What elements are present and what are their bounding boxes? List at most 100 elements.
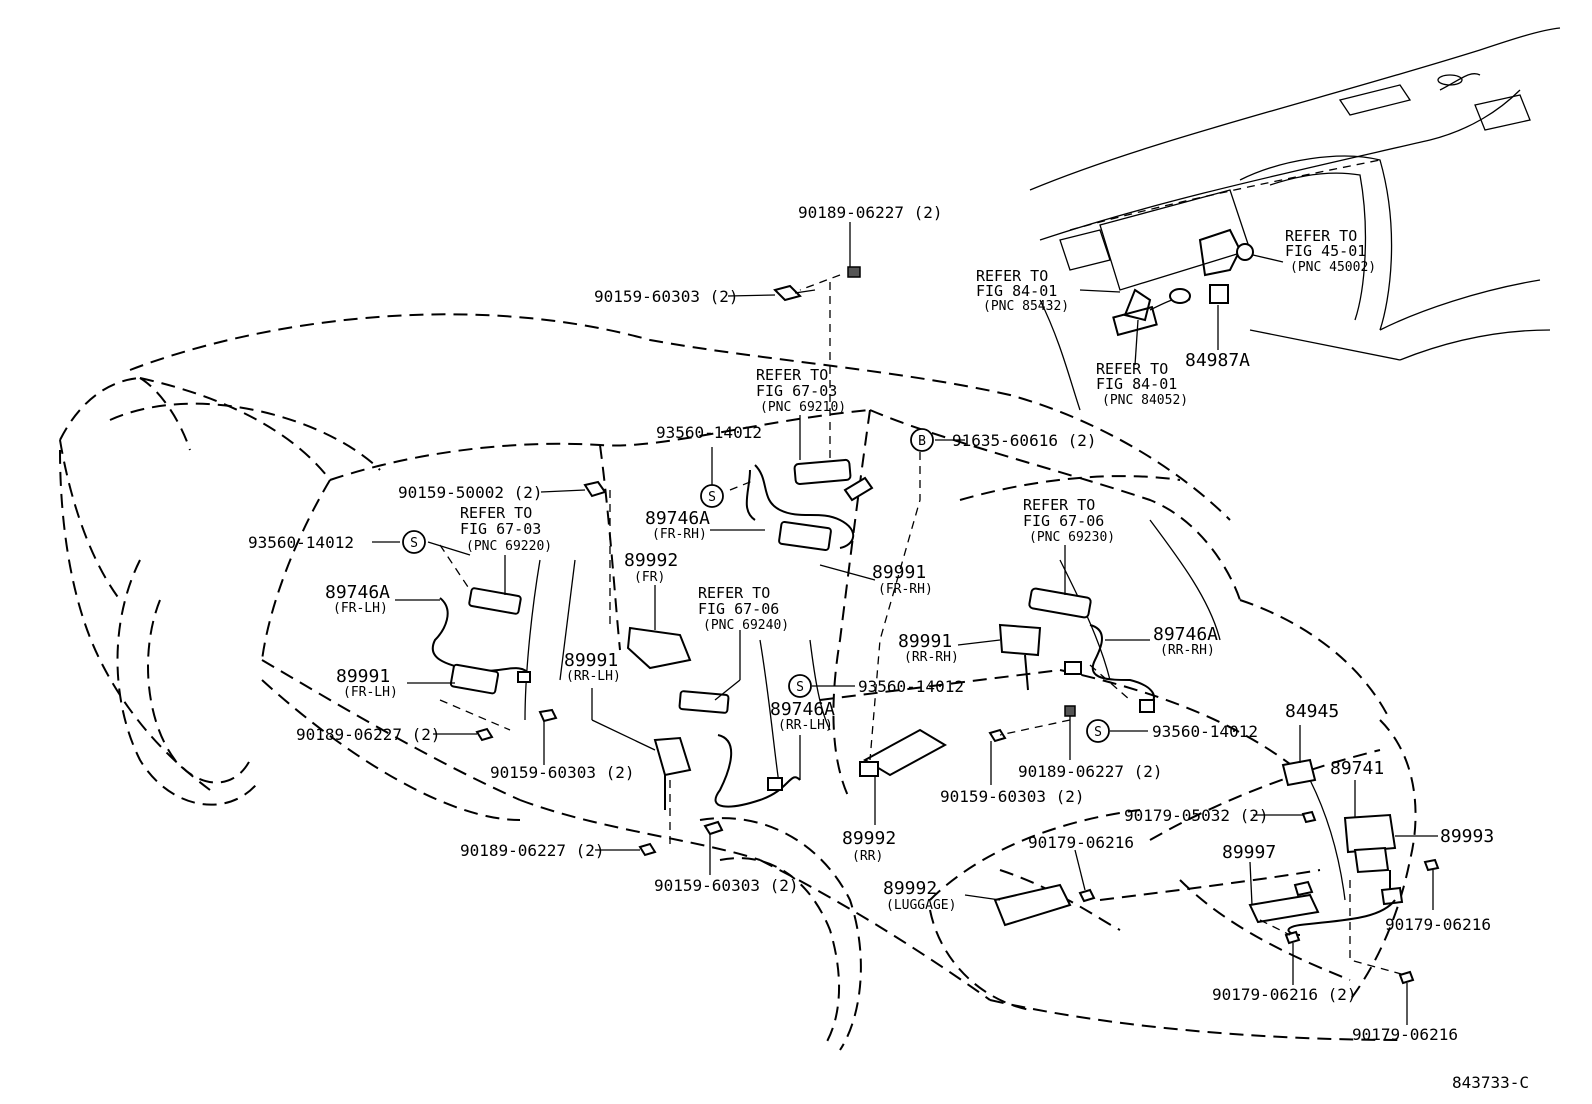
svg-text:89992: 89992 (842, 828, 896, 849)
callout-c37: 90179-06216 (2) (1212, 985, 1357, 1004)
door-handle-fr-lh (468, 587, 522, 615)
svg-text:(PNC 69240): (PNC 69240) (703, 618, 789, 633)
callout-c30: 90189-06227 (2) (460, 841, 605, 860)
svg-text:REFER TO: REFER TO (1023, 496, 1095, 514)
svg-text:S: S (1094, 725, 1102, 740)
svg-text:(FR-LH): (FR-LH) (333, 601, 388, 616)
s-symbol-3: S (788, 674, 812, 698)
svg-text:FIG 67-03: FIG 67-03 (460, 520, 541, 538)
svg-text:B: B (918, 434, 926, 449)
svg-text:(RR): (RR) (852, 849, 883, 864)
figure-id: 843733-C (1452, 1073, 1529, 1092)
svg-text:(PNC 69210): (PNC 69210) (760, 400, 846, 415)
callout-c19: 93560-14012 (858, 677, 964, 696)
svg-text:(RR-LH): (RR-LH) (566, 669, 621, 684)
callout-c5: 91635-60616 (2) (952, 431, 1097, 450)
callout-c38: 90179-06216 (1352, 1025, 1458, 1044)
svg-text:REFER TO: REFER TO (1285, 227, 1357, 245)
door-handle-rr-lh (678, 690, 730, 714)
callout-c29: 89993 (1440, 826, 1494, 847)
svg-text:(PNC 45002): (PNC 45002) (1290, 260, 1376, 275)
svg-text:89991: 89991 (898, 631, 952, 652)
svg-text:(FR-RH): (FR-RH) (652, 527, 707, 542)
sensor-rr-lh (653, 736, 692, 777)
callout-c34: 90159-60303 (2) (654, 876, 799, 895)
svg-text:89746A: 89746A (770, 699, 835, 720)
part-89997 (1248, 893, 1320, 924)
callout-c9: 93560-14012 (248, 533, 354, 552)
door-handle-rr-rh (1028, 587, 1092, 619)
callout-c28: 90179-05032 (2) (1124, 806, 1269, 825)
callout-c41: REFER TO FIG 84-01 (PNC 84052) (1096, 360, 1188, 408)
sensor-fr-rh (778, 521, 832, 551)
sensor-luggage (993, 883, 1072, 927)
callout-c26: 89741 (1330, 758, 1384, 779)
svg-text:(FR-LH): (FR-LH) (343, 685, 398, 700)
svg-text:FIG 45-01: FIG 45-01 (1285, 242, 1366, 260)
svg-text:REFER TO: REFER TO (698, 584, 770, 602)
b-symbol: B (910, 428, 934, 452)
callout-c36: 90179-06216 (1385, 915, 1491, 934)
svg-text:S: S (796, 680, 804, 695)
svg-text:89746A: 89746A (645, 508, 710, 529)
callout-c39: REFER TO FIG 84-01 (PNC 85432) (976, 267, 1069, 314)
svg-text:(FR-RH): (FR-RH) (878, 582, 933, 597)
svg-text:(RR-RH): (RR-RH) (904, 650, 959, 665)
callout-c10: 89991 (FR-RH) (872, 562, 933, 597)
s-symbol-4: S (1086, 719, 1110, 743)
callout-c12: REFER TO FIG 67-06 (PNC 69230) (1023, 496, 1115, 545)
svg-text:(RR-LH): (RR-LH) (778, 718, 833, 733)
svg-text:89991: 89991 (872, 562, 926, 583)
door-handle-fr-rh (793, 458, 852, 485)
callout-c35: 89992 (LUGGAGE) (883, 878, 956, 913)
callout-c24: 90159-60303 (2) (490, 763, 635, 782)
sensor-rr (862, 728, 948, 777)
svg-text:89746A: 89746A (1153, 624, 1218, 645)
svg-text:89991: 89991 (336, 666, 390, 687)
part-84945 (1281, 758, 1317, 787)
svg-text:89992: 89992 (883, 878, 937, 899)
callout-c15: 89991 (RR-RH) (898, 631, 959, 665)
callout-c32: 90179-06216 (1028, 833, 1134, 852)
callout-c17: 89991 (FR-LH) (336, 666, 398, 700)
callout-c42: 84987A (1185, 350, 1250, 371)
sensor-rr-rh (998, 623, 1042, 657)
svg-text:REFER TO: REFER TO (460, 504, 532, 522)
svg-text:FIG 67-06: FIG 67-06 (698, 600, 779, 618)
svg-text:S: S (708, 490, 716, 505)
car-body-outline (59, 313, 1417, 1051)
module-89741 (1343, 813, 1397, 854)
callout-c8: REFER TO FIG 67-03 (PNC 69220) (460, 504, 552, 554)
svg-text:(PNC 69220): (PNC 69220) (466, 539, 552, 554)
leader-lines (372, 222, 1438, 1025)
svg-text:REFER TO: REFER TO (1096, 360, 1168, 378)
svg-text:(PNC 84052): (PNC 84052) (1102, 393, 1188, 408)
parts (431, 266, 1440, 985)
svg-text:REFER TO: REFER TO (756, 366, 828, 384)
callout-c31: 89992 (RR) (842, 828, 896, 864)
s-symbol-2: S (402, 530, 426, 554)
callout-c20: 89746A (RR-LH) (770, 699, 835, 733)
svg-text:REFER TO: REFER TO (976, 267, 1048, 285)
callout-c18: 89991 (RR-LH) (564, 650, 621, 684)
dashboard-inset (1029, 27, 1561, 411)
callout-c4: 93560-14012 (656, 423, 762, 442)
callout-c11: 89992 (FR) (624, 550, 678, 585)
symbols: S B S S S (402, 428, 1110, 743)
svg-text:(PNC 69230): (PNC 69230) (1029, 530, 1115, 545)
bolt-part (773, 284, 802, 302)
callout-c14: REFER TO FIG 67-06 (PNC 69240) (698, 584, 789, 633)
svg-text:FIG 84-01: FIG 84-01 (1096, 375, 1177, 393)
callout-c25: 90189-06227 (2) (1018, 762, 1163, 781)
svg-text:89992: 89992 (624, 550, 678, 571)
svg-text:FIG 67-03: FIG 67-03 (756, 382, 837, 400)
clip-part (847, 266, 861, 278)
svg-text:89746A: 89746A (325, 582, 390, 603)
svg-text:(PNC 85432): (PNC 85432) (983, 299, 1069, 314)
svg-text:FIG 84-01: FIG 84-01 (976, 282, 1057, 300)
svg-text:(LUGGAGE): (LUGGAGE) (886, 898, 956, 913)
callout-c1: 90189-06227 (2) (798, 203, 943, 222)
callout-c27: 90159-60303 (2) (940, 787, 1085, 806)
svg-text:89991: 89991 (564, 650, 618, 671)
